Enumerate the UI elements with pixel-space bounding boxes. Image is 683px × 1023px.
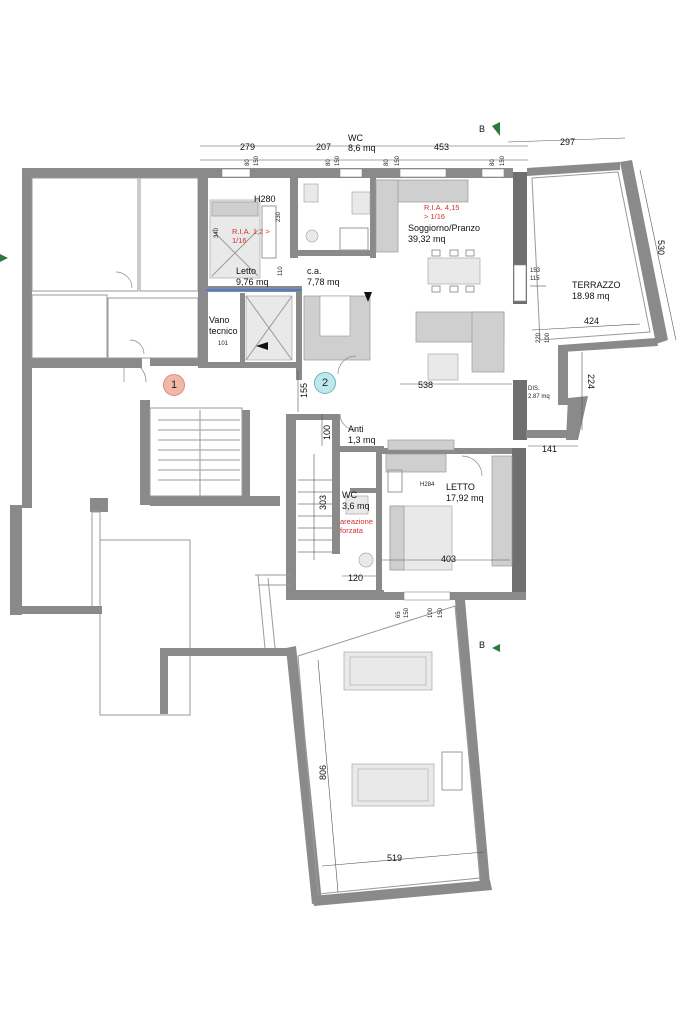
vano-name: Vano <box>209 315 230 325</box>
terrazzo-walls <box>526 160 668 440</box>
soggiorno-name: Soggiorno/Pranzo <box>408 223 481 233</box>
furniture <box>209 179 513 571</box>
dim-100: 100 <box>322 424 332 440</box>
dim-224: 224 <box>586 374 596 390</box>
dim-80c: 80 <box>384 159 390 166</box>
dim-150d: 150 <box>500 155 506 166</box>
section-arrow-bottom-icon <box>492 644 500 652</box>
dim-530: 530 <box>656 240 666 256</box>
wc-top-area: 8,6 mq <box>348 143 376 153</box>
dim-150f: 150 <box>438 607 444 618</box>
vano-name2: tecnico <box>209 326 238 336</box>
anti-area: 1,3 mq <box>348 435 376 445</box>
wc-small-area: 3,6 mq <box>342 501 370 511</box>
lower-terrace-walls <box>255 574 492 906</box>
section-b-top: B <box>479 124 486 134</box>
soggiorno-area: 39,32 mq <box>408 234 446 244</box>
dim-155: 155 <box>299 382 309 398</box>
arrow-down-icon <box>364 292 372 302</box>
letto-small-ria: R.I.A. 1,2 > <box>232 227 270 236</box>
dim-230: 230 <box>276 211 282 222</box>
wc-small-name: WC <box>342 490 357 500</box>
windows <box>206 168 527 601</box>
dim-141: 141 <box>542 444 558 454</box>
dim-806: 806 <box>318 764 328 780</box>
dim-100c: 100 <box>428 607 434 618</box>
dim-120: 120 <box>348 573 364 583</box>
wc-small-note: areazione <box>340 517 373 526</box>
dim-303: 303 <box>318 494 328 510</box>
marker-2: 2 <box>314 372 336 394</box>
dim-115: 115 <box>530 276 540 282</box>
letto-small-ria2: 1/16 <box>232 236 247 245</box>
dim-538: 538 <box>418 380 434 390</box>
dim-340: 340 <box>214 227 220 238</box>
dis-area: 2.87 mq <box>528 394 550 400</box>
dim-207: 207 <box>316 142 332 152</box>
anti-name: Anti <box>348 424 364 434</box>
dim-150e: 150 <box>404 607 410 618</box>
dim-279: 279 <box>240 142 256 152</box>
dim-101: 101 <box>218 341 229 347</box>
letto-big-area: 17,92 mq <box>446 493 484 503</box>
arrow-left-icon <box>256 342 268 350</box>
dim-65: 65 <box>396 611 402 618</box>
dimension-lines <box>200 137 677 893</box>
terrazzo-name: TERRAZZO <box>572 280 621 290</box>
letto-small-name: Letto <box>236 266 257 276</box>
dim-153: 153 <box>530 268 541 274</box>
dim-403: 403 <box>441 554 457 564</box>
letto-small-height: H280 <box>254 194 276 204</box>
ca-name: c.a. <box>307 266 322 276</box>
dim-297: 297 <box>560 137 576 147</box>
ca-area: 7,78 mq <box>307 277 340 287</box>
north-arrow-left-icon <box>0 254 8 262</box>
wc-top-name: WC <box>348 133 363 143</box>
terrazzo-area: 18.98 mq <box>572 291 610 301</box>
letto-big-height: H284 <box>420 482 435 488</box>
wc-small-note2: forzata <box>340 526 363 535</box>
section-b-bottom: B <box>479 640 486 650</box>
soggiorno-ria: R.I.A. 4,15 <box>424 203 460 212</box>
doors <box>115 271 483 477</box>
dim-150c: 150 <box>395 155 401 166</box>
dim-80d: 80 <box>490 159 496 166</box>
dim-80a: 80 <box>245 159 251 166</box>
dim-110: 110 <box>278 266 284 276</box>
dis-name: DIS. <box>528 386 540 392</box>
marker-1: 1 <box>163 374 185 396</box>
dim-424: 424 <box>584 316 600 326</box>
dim-100b: 100 <box>545 332 551 343</box>
section-arrow-top-icon <box>492 122 500 136</box>
dim-80b: 80 <box>326 159 332 166</box>
soggiorno-ria2: > 1/16 <box>424 212 446 221</box>
dim-519: 519 <box>387 853 403 863</box>
letto-big-name: LETTO <box>446 482 475 492</box>
letto-small-area: 9,76 mq <box>236 277 269 287</box>
dim-453: 453 <box>434 142 450 152</box>
dim-220: 220 <box>536 332 542 343</box>
dim-150a: 150 <box>254 155 260 166</box>
dim-150b: 150 <box>335 155 341 166</box>
